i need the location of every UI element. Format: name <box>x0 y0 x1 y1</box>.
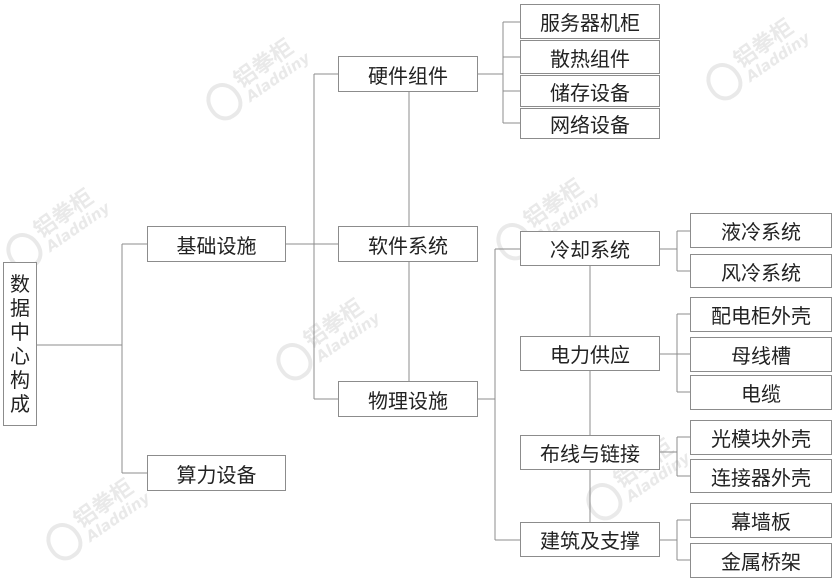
node-network-device: 网络设备 <box>520 108 660 139</box>
connector-cooling <box>660 230 690 272</box>
connector-infrastructure <box>286 73 338 400</box>
node-metal-cable-tray: 金属桥架 <box>690 543 832 578</box>
connector-physical <box>478 248 520 541</box>
root-char: 构 <box>10 368 30 392</box>
root-data-center-composition: 数 据 中 心 构 成 <box>3 262 37 426</box>
root-char: 心 <box>10 344 30 368</box>
node-power-supply: 电力供应 <box>520 336 660 371</box>
node-infrastructure: 基础设施 <box>147 226 286 262</box>
node-server-cabinet: 服务器机柜 <box>520 4 660 39</box>
node-connector-shell: 连接器外壳 <box>690 459 832 493</box>
node-cabling-links: 布线与链接 <box>520 435 660 470</box>
connector-building <box>660 519 690 561</box>
node-building-support: 建筑及支撑 <box>520 522 660 557</box>
node-hardware-components: 硬件组件 <box>338 56 478 92</box>
node-air-cooling: 风冷系统 <box>690 254 832 288</box>
node-liquid-cooling: 液冷系统 <box>690 213 832 248</box>
node-computing-equipment: 算力设备 <box>147 455 286 491</box>
node-physical-facilities: 物理设施 <box>338 381 478 417</box>
connector-cabling <box>660 436 690 477</box>
node-cooling-system: 冷却系统 <box>520 231 660 266</box>
connector-hardware <box>478 21 520 124</box>
connector-power <box>660 313 690 393</box>
connector-root <box>36 243 147 474</box>
node-software-system: 软件系统 <box>338 226 478 262</box>
root-char: 中 <box>10 320 30 344</box>
node-busway: 母线槽 <box>690 337 832 372</box>
node-cooling-component: 散热组件 <box>520 40 660 74</box>
node-curtain-wall-panel: 幕墙板 <box>690 503 832 538</box>
node-storage-device: 储存设备 <box>520 75 660 107</box>
node-cable: 电缆 <box>690 375 832 410</box>
root-char: 据 <box>10 296 30 320</box>
node-optical-module-shell: 光模块外壳 <box>690 420 832 455</box>
root-char: 成 <box>10 392 30 416</box>
node-distribution-cabinet-shell: 配电柜外壳 <box>690 297 832 332</box>
root-char: 数 <box>10 272 30 296</box>
